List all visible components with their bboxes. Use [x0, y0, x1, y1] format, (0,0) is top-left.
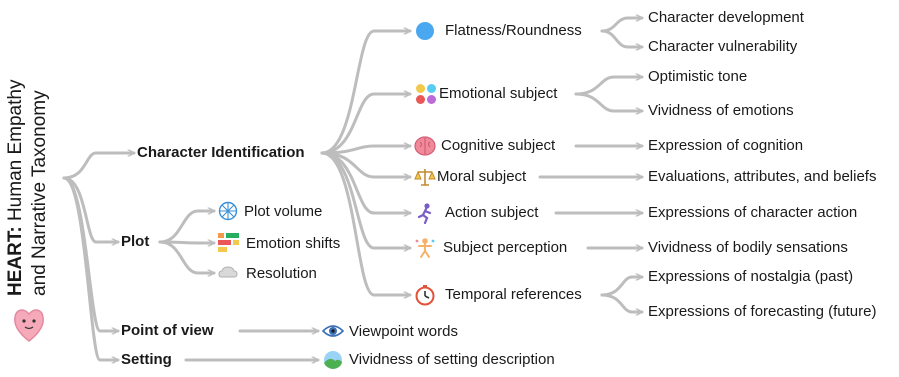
- leaf-character-development: Character development: [648, 9, 804, 26]
- blue-circle-icon: [416, 22, 434, 40]
- title-line1-rest: Human Empathy: [5, 79, 26, 227]
- blocks-icon: [218, 233, 239, 252]
- node-emotion-shifts: Emotion shifts: [246, 235, 341, 252]
- branch-point-of-view: Point of view: [121, 322, 214, 339]
- title-line-2: and Narrative Taxonomy: [29, 90, 50, 296]
- leaf-character-vulnerability: Character vulnerability: [648, 38, 798, 55]
- diagram-title: HEART: Human Empathy and Narrative Taxon…: [4, 0, 60, 296]
- stopwatch-icon: [415, 285, 435, 306]
- branch-setting: Setting: [121, 351, 172, 368]
- branch-plot: Plot: [121, 233, 150, 250]
- running-person-icon: [417, 203, 432, 224]
- leaf-forecasting: Expressions of forecasting (future): [648, 303, 877, 320]
- node-emotional-subject: Emotional subject: [439, 85, 558, 102]
- heart-icon: [14, 309, 44, 342]
- body-senses-icon: [415, 238, 435, 258]
- leaf-bodily-sensations: Vividness of bodily sensations: [648, 239, 848, 256]
- leaf-vividness-emotions: Vividness of emotions: [648, 102, 794, 119]
- leaf-expressions-action: Expressions of character action: [648, 204, 858, 221]
- leaf-nostalgia: Expressions of nostalgia (past): [648, 268, 854, 285]
- node-flatness-roundness: Flatness/Roundness: [445, 22, 582, 39]
- emoji-faces-icon: [416, 84, 436, 104]
- title-line-1: HEART: Human Empathy: [4, 0, 28, 296]
- title-strong: HEART:: [5, 226, 26, 296]
- node-vividness-setting: Vividness of setting description: [349, 351, 555, 368]
- cloud-icon: [218, 266, 238, 278]
- balance-scale-icon: [414, 169, 436, 186]
- leaf-evaluations: Evaluations, attributes, and beliefs: [648, 168, 877, 185]
- eye-icon: [322, 325, 344, 337]
- node-action-subject: Action subject: [445, 204, 539, 221]
- branch-character-identification: Character Identification: [137, 144, 305, 161]
- globe-mesh-icon: [218, 201, 238, 221]
- leaf-expression-cognition: Expression of cognition: [648, 137, 804, 154]
- node-resolution: Resolution: [246, 265, 317, 282]
- node-subject-perception: Subject perception: [443, 239, 568, 256]
- leaf-optimistic-tone: Optimistic tone: [648, 68, 748, 85]
- node-viewpoint-words: Viewpoint words: [349, 323, 458, 340]
- brain-icon: [414, 136, 436, 156]
- node-moral-subject: Moral subject: [437, 168, 527, 185]
- node-plot-volume: Plot volume: [244, 203, 323, 220]
- landscape-icon: [324, 351, 342, 369]
- node-temporal-references: Temporal references: [445, 286, 582, 303]
- node-cognitive-subject: Cognitive subject: [441, 137, 556, 154]
